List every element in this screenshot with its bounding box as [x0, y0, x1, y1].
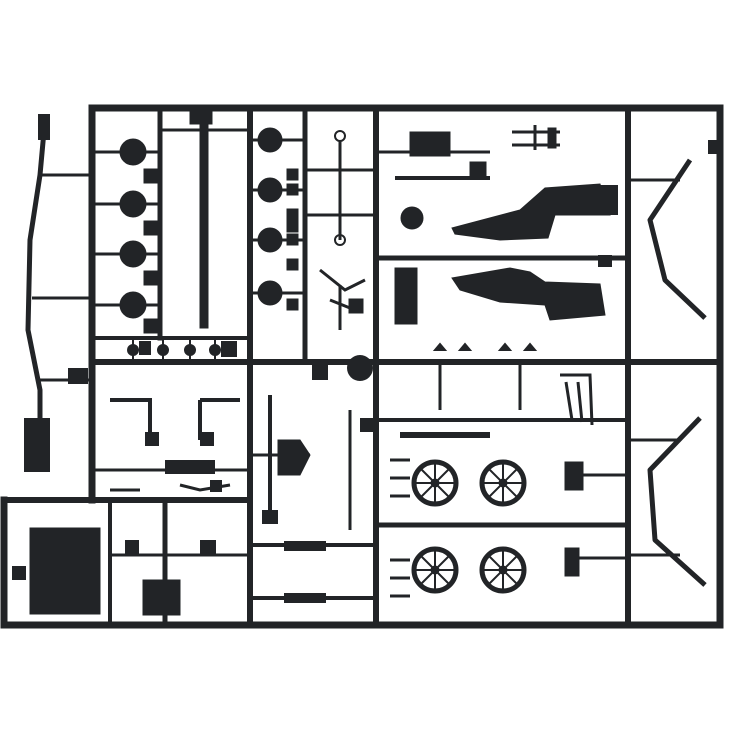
filter-part [564, 547, 580, 577]
wheel-b [257, 177, 283, 203]
exhaust-manifold-part [560, 373, 594, 426]
radiator-part [394, 267, 418, 325]
lamp-4 [119, 291, 147, 319]
wheel-c [257, 227, 283, 253]
exhaust-silencer [24, 418, 50, 472]
small-wheel-parts [250, 127, 305, 311]
bracket-parts [92, 398, 250, 492]
spoked-wheel-4 [479, 546, 527, 594]
spoked-wheel-3 [411, 546, 459, 594]
column-tab [189, 111, 213, 125]
wheel-a [257, 127, 283, 153]
spoked-wheel-1 [411, 459, 459, 507]
gear-hub-part [347, 355, 373, 381]
spoked-wheels [411, 459, 527, 594]
engine-block-lower [451, 267, 606, 321]
engine-block-upper [451, 183, 611, 241]
left-outer-parts [24, 114, 92, 472]
small-knob-parts [127, 338, 237, 362]
lamp-3 [119, 240, 147, 268]
axle-bar-part [165, 460, 215, 474]
lower-chassis-rail [647, 416, 707, 587]
spring-parts [284, 541, 326, 603]
gate-block [68, 368, 88, 384]
spoked-wheel-2 [479, 459, 527, 507]
seat-part [142, 579, 181, 616]
long-rod-part [25, 119, 48, 430]
headlamp-parts [92, 138, 160, 334]
steering-column-part [160, 111, 250, 329]
carburettor-part [564, 461, 584, 491]
spring-1 [284, 541, 326, 551]
lower-left-parts [12, 527, 250, 616]
spring-2 [284, 593, 326, 603]
upper-chassis-rail [647, 158, 707, 320]
steering-column [199, 117, 209, 329]
chassis-side-rails [628, 140, 718, 587]
bell-part [400, 206, 424, 230]
lamp-2 [119, 190, 147, 218]
manifold-and-details [360, 342, 628, 598]
sprue-frame [0, 104, 724, 629]
engine-parts [376, 125, 618, 325]
rear-axle-part [250, 395, 352, 530]
linkage-parts [305, 130, 376, 381]
number-plate-part [29, 527, 101, 615]
lamp-1 [119, 138, 147, 166]
rod-end-cap [38, 114, 50, 140]
wheel-d [257, 280, 283, 306]
